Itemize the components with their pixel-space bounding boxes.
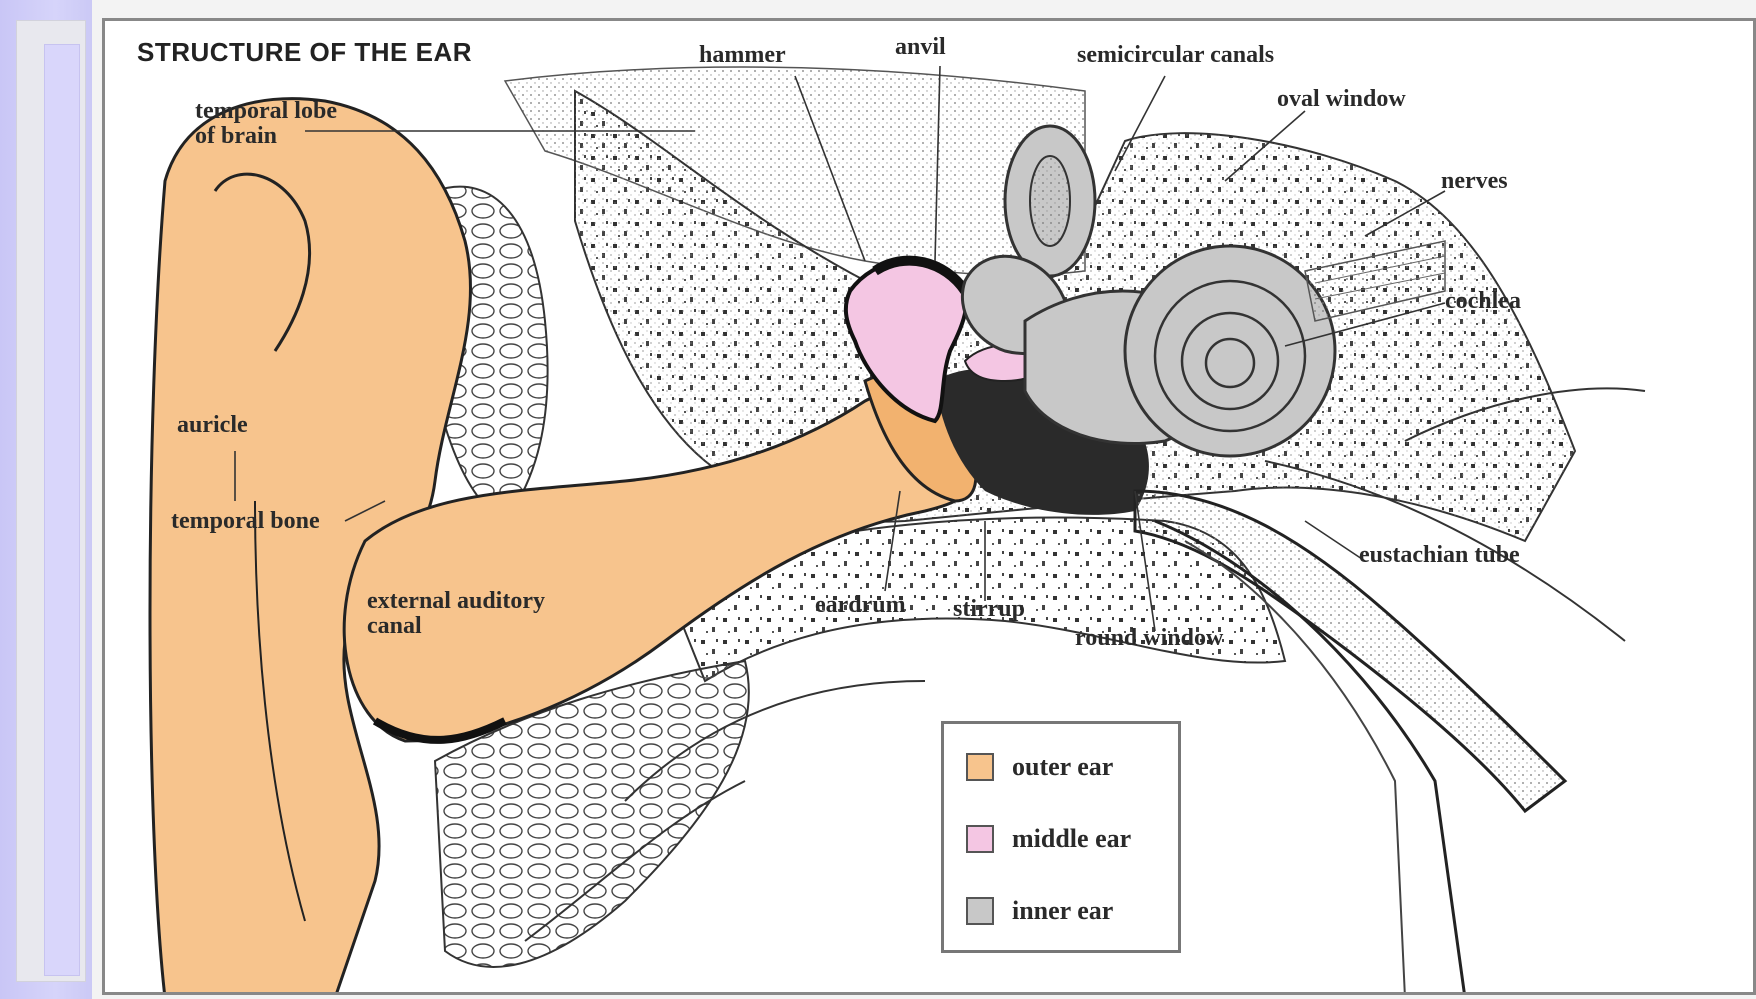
diagram-title: STRUCTURE OF THE EAR: [137, 37, 472, 68]
label-external-auditory-canal: external auditory canal: [367, 589, 545, 639]
label-eustachian-tube: eustachian tube: [1359, 543, 1520, 568]
label-round-window: round window: [1075, 626, 1223, 651]
legend-label: middle ear: [1012, 824, 1131, 854]
legend: outer ear middle ear inner ear: [941, 721, 1181, 953]
legend-swatch-inner-ear: [966, 897, 994, 925]
label-oval-window: oval window: [1277, 87, 1406, 112]
label-nerves: nerves: [1441, 169, 1508, 194]
label-cochlea: cochlea: [1445, 289, 1521, 314]
label-semicircular-canals: semicircular canals: [1077, 43, 1274, 68]
label-temporal-bone: temporal bone: [171, 509, 320, 534]
legend-swatch-middle-ear: [966, 825, 994, 853]
label-auricle: auricle: [177, 413, 248, 438]
cochlea-shape: [1125, 246, 1335, 456]
label-hammer: hammer: [699, 43, 786, 68]
legend-item-inner-ear: inner ear: [966, 894, 1113, 928]
legend-label: outer ear: [1012, 752, 1113, 782]
legend-label: inner ear: [1012, 896, 1113, 926]
label-stirrup: stirrup: [953, 597, 1025, 622]
legend-swatch-outer-ear: [966, 753, 994, 781]
ear-diagram: STRUCTURE OF THE EAR hammer anvil semici…: [102, 18, 1756, 995]
label-eardrum: eardrum: [815, 593, 906, 618]
left-slot: [44, 44, 80, 976]
label-anvil: anvil: [895, 35, 946, 60]
legend-item-middle-ear: middle ear: [966, 822, 1131, 856]
label-temporal-lobe: temporal lobe of brain: [195, 99, 337, 149]
ear-illustration: [105, 21, 1756, 995]
legend-item-outer-ear: outer ear: [966, 750, 1113, 784]
